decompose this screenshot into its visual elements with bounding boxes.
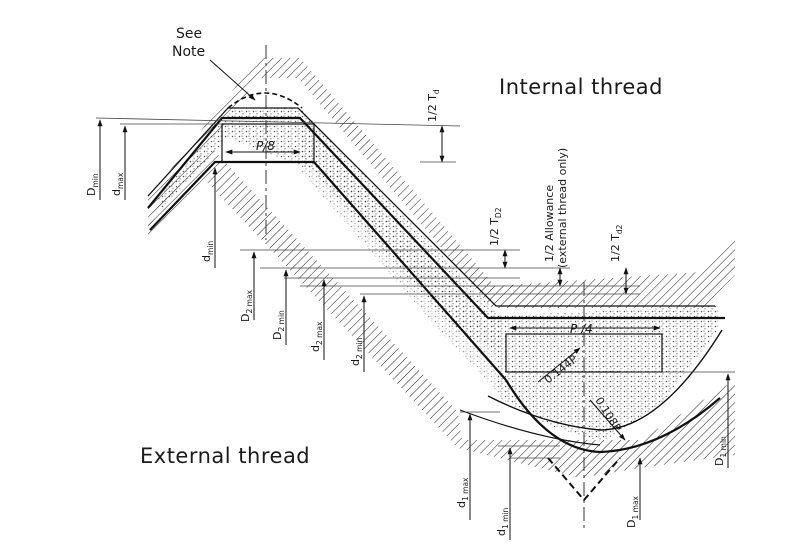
- svg-text:d1 min: d1 min: [495, 507, 510, 536]
- centerlines: [265, 45, 585, 532]
- hatching-internal-boundary: [148, 58, 735, 308]
- svg-text:1/2 TD2: 1/2 TD2: [488, 207, 503, 246]
- radius-leaders: [537, 347, 626, 441]
- p8-box: [221, 123, 315, 163]
- label-d1min: d1 min: [495, 507, 510, 536]
- label-allowance: 1/2 Allowance (external thread only): [543, 148, 569, 268]
- svg-text:1/2 Td: 1/2 Td: [426, 89, 441, 122]
- thread-profile: [147, 92, 725, 502]
- label-halfTd: 1/2 Td: [426, 89, 441, 122]
- label-D1min: D1 min: [713, 436, 728, 466]
- label-Dmin: Dmin: [85, 173, 100, 196]
- title-internal-thread: Internal thread: [499, 75, 663, 99]
- label-D2min: D2 min: [271, 310, 286, 340]
- svg-text:d2 min: d2 min: [349, 337, 364, 366]
- label-p8: P/8: [256, 139, 275, 153]
- title-external-thread: External thread: [140, 444, 310, 468]
- label-D1max: D1 max: [625, 495, 640, 528]
- p4-box: [505, 325, 663, 373]
- svg-text:d1 max: d1 max: [455, 477, 470, 508]
- tolerance-band-flank: [300, 120, 500, 395]
- svg-text:D1 max: D1 max: [625, 495, 640, 528]
- label-dmin: dmin: [200, 241, 215, 262]
- svg-text:D1 min: D1 min: [713, 436, 728, 466]
- label-d1max: d1 max: [455, 477, 470, 508]
- label-dmax: dmax: [110, 172, 125, 196]
- svg-text:D2 min: D2 min: [271, 310, 286, 340]
- tolerance-band-root: [490, 306, 718, 442]
- label-halfTD2: 1/2 TD2: [488, 207, 503, 246]
- note-line2: Note: [172, 44, 205, 60]
- label-p4: P /4: [570, 322, 593, 336]
- svg-text:D2 max: D2 max: [239, 289, 254, 322]
- note-leader: [209, 59, 256, 101]
- svg-text:dmin: dmin: [200, 241, 215, 262]
- label-D2max: D2 max: [239, 289, 254, 322]
- note-line1: See: [176, 26, 202, 42]
- dimension-arrows: [97, 119, 731, 540]
- reference-lines: [95, 117, 735, 459]
- label-d2max: d2 max: [309, 321, 324, 352]
- svg-text:1/2 Td2: 1/2 Td2: [609, 224, 624, 262]
- label-d2min: d2 min: [349, 337, 364, 366]
- svg-text:1/2 Allowance: 1/2 Allowance: [543, 185, 556, 262]
- svg-text:(external thread only): (external thread only): [556, 148, 569, 268]
- label-halfTd2: 1/2 Td2: [609, 224, 624, 262]
- svg-text:Dmin: Dmin: [85, 173, 100, 196]
- svg-text:dmax: dmax: [110, 172, 125, 196]
- hatching-external-boundary: [148, 148, 735, 478]
- svg-text:d2 max: d2 max: [309, 321, 324, 352]
